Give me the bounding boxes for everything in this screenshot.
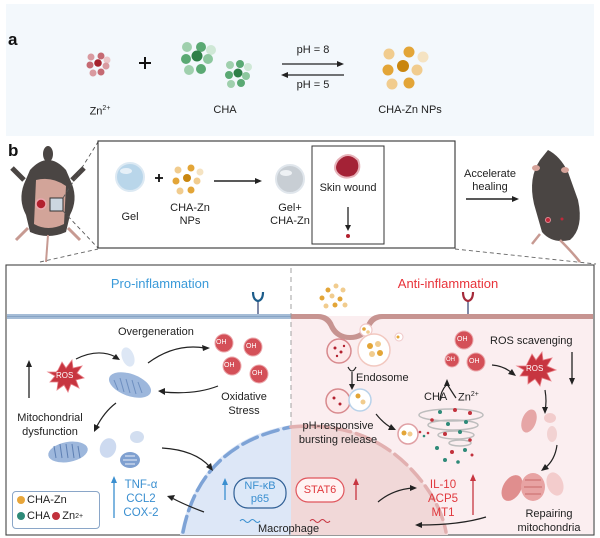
gel-combo-icon bbox=[275, 164, 305, 194]
cha-zn-dot-icon bbox=[17, 496, 25, 504]
endosome-merge-arrow bbox=[347, 366, 357, 390]
nfkb-up-arrow bbox=[222, 478, 228, 500]
skin-wound-label: Skin wound bbox=[319, 182, 377, 194]
accelerate-arrow bbox=[466, 196, 519, 202]
ros-burst-icon-anti bbox=[515, 350, 558, 387]
mixing-arrow bbox=[214, 178, 262, 184]
repaired-mitochondria-icons bbox=[501, 472, 564, 501]
oh-label-3: OH bbox=[224, 362, 235, 369]
anti-cytokines-list: IL-10 ACP5 MT1 bbox=[418, 478, 468, 520]
faint-mitochondria-anti bbox=[521, 409, 557, 442]
macrophage-label: Macrophage bbox=[258, 523, 320, 535]
pro-inflammation-title: Pro-inflammation bbox=[110, 276, 210, 291]
oh-label-anti-2: OH bbox=[446, 357, 455, 363]
cytokine-cox2: COX-2 bbox=[123, 507, 159, 519]
cytokine-acp5: ACP5 bbox=[427, 493, 459, 505]
oh-label-2: OH bbox=[246, 343, 257, 350]
cha-dot-icon bbox=[17, 512, 25, 520]
gel-icon bbox=[115, 162, 145, 192]
gel-label: Gel bbox=[121, 211, 139, 223]
endosome-label: Endosome bbox=[356, 372, 409, 384]
oh-label-anti-3: OH bbox=[469, 358, 480, 365]
panel-b-label: b bbox=[8, 141, 19, 160]
cha-released-label: CHA bbox=[424, 391, 448, 403]
panel-a-graphics bbox=[86, 42, 429, 90]
anti-receptor-icon bbox=[461, 291, 475, 314]
product-label: CHA-Zn NPs bbox=[378, 104, 442, 116]
zn-ion-cluster bbox=[86, 52, 111, 77]
panel-a-label: a bbox=[8, 30, 18, 49]
plus-sign bbox=[139, 57, 151, 69]
panel-a-background bbox=[6, 4, 594, 136]
cytokine-tnf: TNF-α bbox=[124, 479, 158, 491]
nfkb-capsule bbox=[233, 477, 287, 509]
cha-zn-nps-icon bbox=[172, 164, 204, 195]
np-cluster-outside bbox=[319, 283, 348, 309]
zn-dot-icon bbox=[52, 512, 61, 520]
hydroxyl-radical-icons-pro bbox=[214, 333, 269, 384]
endosome-vesicles bbox=[326, 323, 404, 367]
anti-inflammation-title: Anti-inflammation bbox=[397, 276, 499, 291]
mouse-before-icon bbox=[10, 146, 86, 263]
skin-wound-icon bbox=[334, 154, 361, 179]
ros-scavenging-label: ROS scavenging bbox=[490, 335, 573, 347]
stat6-label: STAT6 bbox=[303, 484, 337, 496]
macrophage-anti-region bbox=[291, 424, 448, 535]
damaged-mitochondria-icons bbox=[48, 431, 144, 468]
hydroxyl-radical-icons-anti bbox=[444, 330, 486, 372]
plus-sign-b bbox=[155, 174, 163, 182]
pro-cytokines-list: TNF-α CCL2 COX-2 bbox=[118, 478, 164, 520]
reversible-arrows bbox=[281, 61, 344, 78]
cha-cluster-large bbox=[181, 42, 216, 75]
cha-zn-np-cluster bbox=[382, 46, 429, 90]
mouse-after-icon bbox=[531, 150, 581, 263]
pro-receptor-icon bbox=[251, 291, 265, 314]
reverse-condition-label: pH = 5 bbox=[296, 79, 330, 91]
zn-label: Zn2+ bbox=[89, 105, 111, 118]
ros-label-pro: ROS bbox=[56, 371, 74, 380]
mitochondria-faint-icon bbox=[121, 347, 135, 367]
cytokine-ccl2: CCL2 bbox=[126, 493, 156, 505]
stat6-up-arrow bbox=[353, 478, 359, 500]
mitochondria-icon bbox=[108, 372, 152, 398]
zn-released-label: Zn2+ bbox=[458, 391, 479, 404]
forward-condition-label: pH = 8 bbox=[296, 44, 330, 56]
treatment-inset-box bbox=[97, 140, 456, 249]
cytokine-il10: IL-10 bbox=[429, 479, 457, 491]
bursting-vesicle-icon bbox=[397, 423, 419, 445]
increase-arrow-ros bbox=[26, 360, 32, 398]
legend-item-cha-zn: CHA-Zn bbox=[13, 492, 99, 508]
shrink-arrow bbox=[345, 207, 351, 238]
release-spiral-icon bbox=[418, 408, 484, 464]
cytokine-mt1: MT1 bbox=[431, 507, 455, 519]
oh-label-1: OH bbox=[216, 339, 227, 346]
stat6-capsule bbox=[295, 477, 345, 503]
oh-label-anti-1: OH bbox=[457, 336, 468, 343]
cytokine-up-arrow-pro bbox=[111, 476, 117, 518]
mrna-anti-icon bbox=[309, 519, 331, 523]
decrease-arrow-ros bbox=[569, 352, 575, 385]
oh-label-4: OH bbox=[252, 370, 263, 377]
cha-cluster-small bbox=[225, 60, 252, 88]
ros-label-anti: ROS bbox=[526, 364, 544, 373]
cha-label: CHA bbox=[213, 104, 237, 116]
mrna-pro-icon bbox=[239, 519, 261, 523]
fused-endosome-icon bbox=[325, 388, 372, 414]
ros-burst-icon-pro bbox=[46, 358, 85, 393]
overgeneration-label: Overgeneration bbox=[118, 326, 194, 338]
gel-combo-label: Gel+CHA-Zn bbox=[270, 202, 310, 227]
cytokine-up-arrow-anti bbox=[470, 474, 476, 515]
